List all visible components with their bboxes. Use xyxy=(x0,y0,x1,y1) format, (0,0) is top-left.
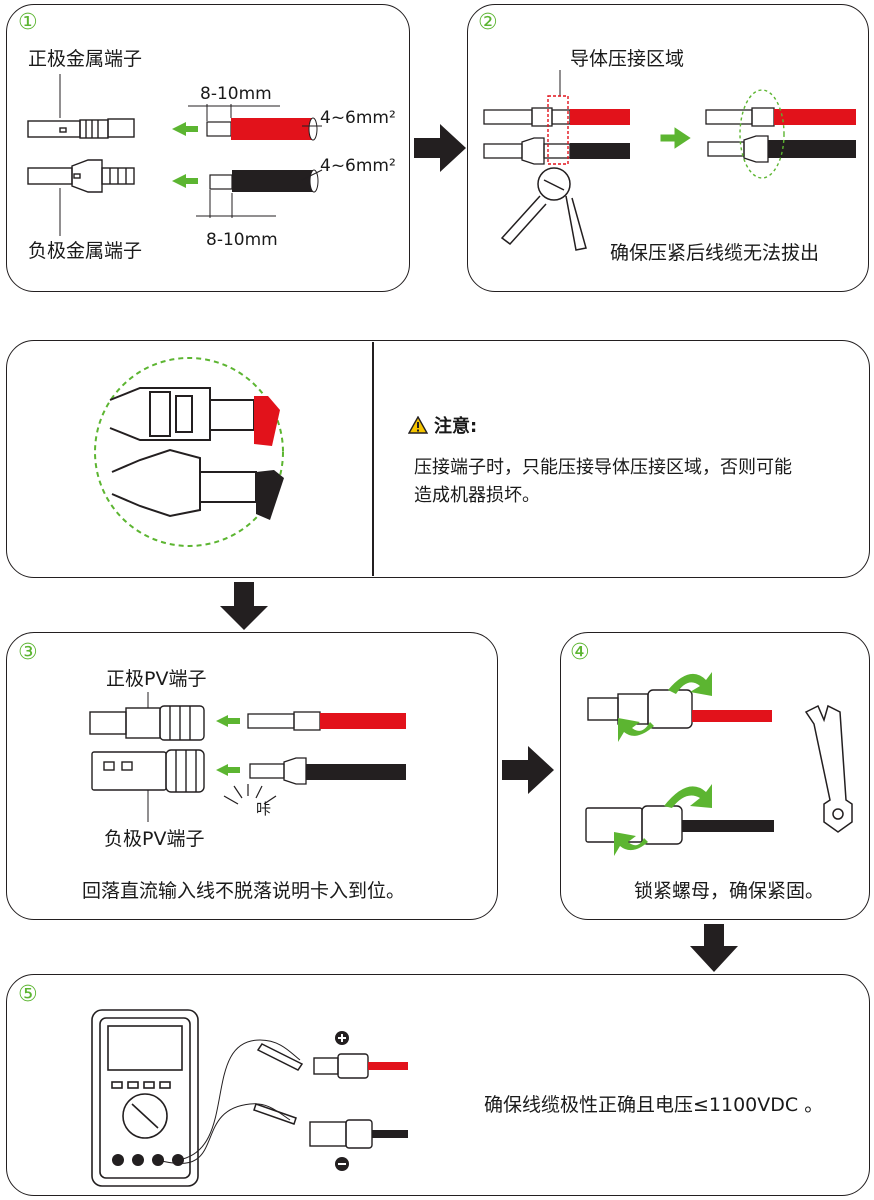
positive-pv-connector xyxy=(89,705,205,741)
arrow-left-icon xyxy=(216,715,240,727)
rotate-arrow-icon xyxy=(664,784,712,808)
step4-caption: 锁紧螺母，确保紧固。 xyxy=(634,880,825,902)
minus-icon xyxy=(335,1157,349,1171)
rotate-arrow-icon xyxy=(668,672,712,696)
wrench-icon xyxy=(804,704,853,833)
crimp-zone-label: 导体压接区域 xyxy=(570,48,685,70)
positive-pv-label: 正极PV端子 xyxy=(106,668,207,690)
arrow-left-icon xyxy=(216,764,240,776)
rotate-arrow-icon xyxy=(614,832,648,856)
crimp-tool-icon xyxy=(500,167,587,251)
note-title: 注意: xyxy=(434,416,478,437)
wire-area-top: 4~6mm² xyxy=(320,108,396,128)
negative-pv-connector xyxy=(91,749,205,793)
strip-length-bottom: 8-10mm xyxy=(206,230,278,250)
step2-number: ② xyxy=(478,10,498,35)
strip-length-top: 8-10mm xyxy=(200,84,272,104)
step1-panel xyxy=(6,4,410,292)
step2-caption: 确保压紧后线缆无法拔出 xyxy=(610,242,820,264)
note-body: 压接端子时，只能压接导体压接区域，否则可能造成机器损坏。 xyxy=(414,457,792,506)
click-sound-label: 咔 xyxy=(256,800,272,818)
crimp-zone-highlight xyxy=(739,89,785,179)
step3-caption: 回落直流输入线不脱落说明卡入到位。 xyxy=(82,880,406,902)
wire-area-bottom: 4~6mm² xyxy=(320,156,396,176)
positive-terminal-label: 正极金属端子 xyxy=(28,48,143,70)
note-panel xyxy=(6,340,870,578)
step1-number: ① xyxy=(18,10,38,35)
crimp-zone-box xyxy=(547,95,569,165)
step4-number: ④ xyxy=(570,640,590,665)
black-wire xyxy=(209,169,319,193)
step4-panel xyxy=(560,632,870,920)
note-divider xyxy=(372,342,374,576)
warning-icon xyxy=(408,416,428,434)
arrow-left-icon xyxy=(172,122,198,136)
note-title-row: 注意: xyxy=(408,412,477,438)
arrow-right-icon xyxy=(660,127,691,149)
arrow-left-icon xyxy=(172,174,198,188)
red-wire xyxy=(206,117,318,141)
step5-panel xyxy=(6,974,870,1196)
negative-terminal-label: 负极金属端子 xyxy=(28,240,143,262)
step3-panel xyxy=(6,632,498,920)
rotate-arrow-icon xyxy=(618,718,654,742)
step5-number: ⑤ xyxy=(18,982,38,1007)
step5-caption: 确保线缆极性正确且电压≤1100VDC 。 xyxy=(484,1094,824,1116)
step3-number: ③ xyxy=(18,640,38,665)
negative-metal-terminal xyxy=(27,159,135,193)
negative-pv-label: 负极PV端子 xyxy=(104,828,205,850)
positive-metal-terminal xyxy=(27,118,135,139)
plus-icon xyxy=(335,1031,349,1045)
